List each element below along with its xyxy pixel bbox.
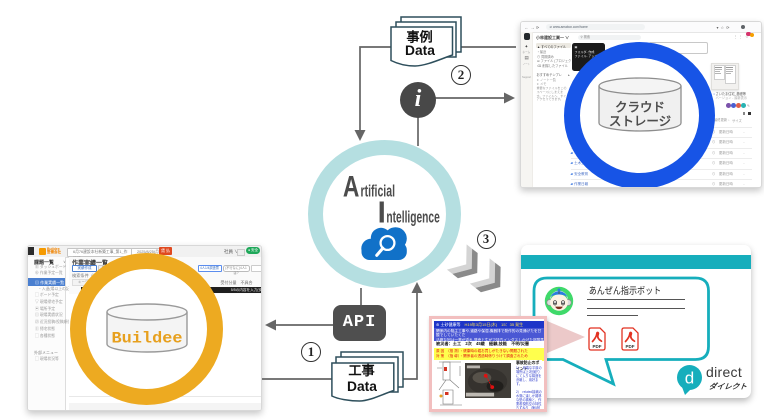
svg-text:工事: 工事 bbox=[348, 362, 374, 378]
svg-text:PDF: PDF bbox=[593, 344, 602, 349]
svg-text:ntelligence: ntelligence bbox=[386, 208, 439, 227]
svg-text:Buildee: Buildee bbox=[112, 329, 183, 347]
svg-text:事例: 事例 bbox=[406, 29, 432, 45]
svg-text:A: A bbox=[343, 171, 360, 204]
svg-text:Data: Data bbox=[405, 43, 435, 58]
svg-text:PDF: PDF bbox=[626, 344, 635, 349]
svg-text:I: I bbox=[378, 195, 386, 230]
svg-text:ストレージ: ストレージ bbox=[609, 115, 672, 129]
svg-text:あんぜん指示ボット: あんぜん指示ボット bbox=[589, 285, 662, 297]
svg-text:rtificial: rtificial bbox=[361, 182, 396, 201]
svg-text:Data: Data bbox=[347, 379, 377, 394]
svg-text:d: d bbox=[685, 369, 694, 388]
svg-text:クラウド: クラウド bbox=[615, 101, 665, 115]
